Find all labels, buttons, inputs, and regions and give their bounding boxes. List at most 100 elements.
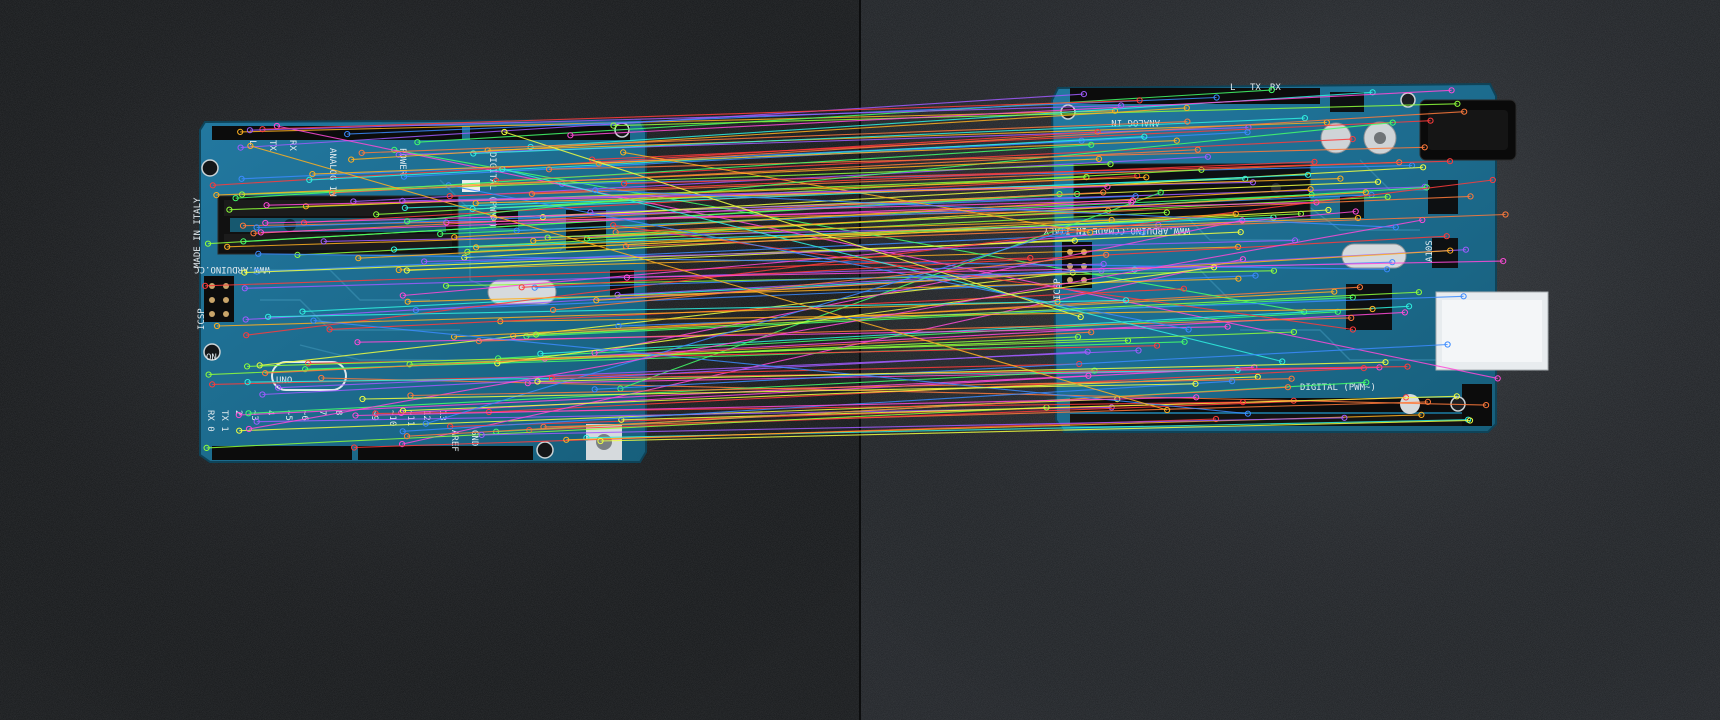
match-keypoint-left [399,197,406,204]
match-keypoint-right [1235,275,1242,282]
match-line [415,275,1256,311]
match-keypoint-right [1446,158,1454,165]
match-keypoint-right [1249,179,1257,186]
match-line [621,395,1457,421]
match-line [206,406,1047,449]
match-keypoint-right [1460,293,1467,300]
match-keypoint-right [1077,313,1084,321]
match-line [312,140,1177,175]
match-keypoint-left [244,379,251,386]
match-keypoint-right [1185,326,1192,333]
match-keypoint-left [202,282,209,289]
match-line [305,341,1185,370]
match-keypoint-right [1356,284,1364,291]
match-keypoint-right [1467,193,1474,200]
match-keypoint-left [550,306,557,314]
match-keypoint-left [401,204,408,211]
match-line [502,168,1283,363]
match-line [262,99,1140,130]
match-line [531,161,1400,195]
match-keypoint-right [1095,155,1103,162]
match-line [548,146,1425,170]
match-keypoint-right [1443,233,1450,240]
left-reset-button [586,424,622,460]
match-line [600,419,1471,442]
right-silkscreen-label: ANALOG IN [1111,117,1160,127]
match-keypoint-right [1157,189,1164,196]
match-keypoint-right [1088,329,1095,336]
match-keypoint-right [1122,297,1130,304]
match-keypoint-right [1141,133,1148,140]
match-keypoint-left [224,243,231,250]
match-keypoint-right [1420,164,1427,171]
match-keypoint-left [259,126,266,133]
match-keypoint-left [236,427,243,434]
match-keypoint-right [1027,254,1034,262]
match-keypoint-left [446,193,453,200]
match-keypoint-right [1244,129,1251,136]
match-keypoint-left [320,238,327,245]
match-line [238,375,1089,416]
match-keypoint-right [1389,259,1396,266]
match-keypoint-left [351,444,358,451]
match-keypoint-right [1424,398,1432,405]
match-line [362,383,1196,400]
right-silkscreen-label: DIGITAL (PWM~) [1300,383,1376,393]
match-line [410,378,1292,397]
left-silkscreen-label: ~6 [299,410,309,421]
match-keypoint-right [1100,189,1107,196]
match-keypoint-left [478,431,485,438]
match-keypoint-right [1252,272,1259,279]
match-line [504,131,1081,318]
match-line [235,144,1092,199]
match-line [613,103,1458,127]
match-keypoint-left [614,291,621,298]
match-keypoint-right [1193,394,1200,401]
match-keypoint-right [1421,144,1428,151]
match-keypoint-right [1502,211,1509,218]
match-keypoint-right [1454,100,1461,107]
left-silkscreen-label: L [247,140,257,145]
left-silkscreen-label: RX [287,140,297,151]
left-silkscreen-label: ~10 [387,410,397,426]
match-keypoint-right [1204,153,1212,160]
match-keypoint-right [1325,206,1332,214]
match-line [626,260,1504,279]
match-line [351,107,1187,161]
match-keypoint-right [1392,224,1399,231]
right-silkscreen-label: TX [1250,83,1261,93]
match-keypoint-right [1284,384,1292,391]
match-keypoint-right [1301,115,1309,122]
right-silkscreen-label: L [1230,83,1235,93]
match-line [262,351,1088,396]
match-keypoint-left [226,206,233,213]
match-keypoint-right [1348,314,1355,321]
match-keypoint-left [244,363,251,370]
match-line [250,145,1168,411]
match-keypoint-right [1444,341,1451,348]
left-silkscreen-label: TX 1 [219,410,229,432]
match-line [249,104,1122,131]
match-keypoint-right [1483,402,1490,409]
match-keypoint-right [1164,406,1171,414]
match-keypoint-right [1080,91,1088,98]
right-silkscreen-label: ICSP [1053,278,1063,300]
match-keypoint-right [1401,309,1409,316]
match-keypoint-left [306,176,313,183]
match-keypoint-right [1462,246,1470,253]
match-keypoint-right [1135,347,1142,354]
match-line [246,179,1493,336]
match-line [358,213,1236,259]
match-keypoint-left [421,258,428,265]
left-silkscreen-label: 12 [421,410,431,421]
match-keypoint-left [239,222,247,229]
match-keypoint-left [395,266,402,274]
match-keypoint-left [241,269,248,276]
match-keypoint-left [262,370,269,377]
match-keypoint-left [247,142,254,149]
feature-match-lines [202,86,1509,451]
match-keypoint-right [1494,375,1501,382]
left-silkscreen-label: RX 0 [205,410,215,432]
match-keypoint-right [1237,229,1244,236]
left-silkscreen-label: ANALOG IN [327,148,337,197]
